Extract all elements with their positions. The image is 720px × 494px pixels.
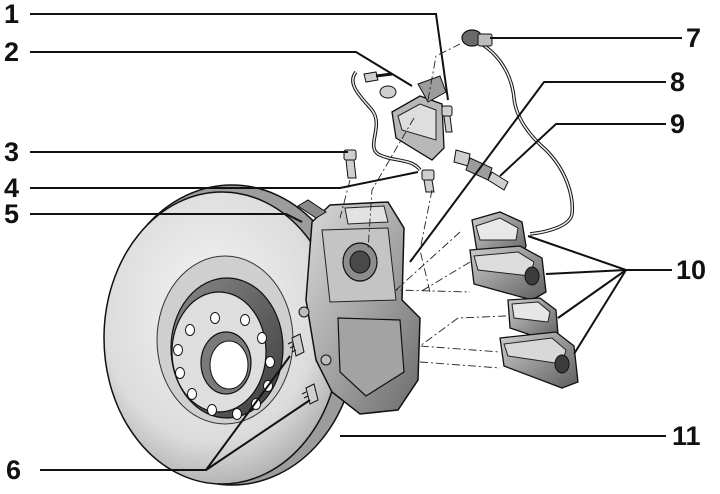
assembly-guide-lines <box>339 43 507 369</box>
callout-8: 8 <box>670 67 686 97</box>
callout-5: 5 <box>4 199 20 229</box>
brake-caliper <box>297 199 421 415</box>
callout-7: 7 <box>686 23 702 53</box>
bracket-bolts <box>343 71 453 193</box>
callout-4: 4 <box>4 173 20 203</box>
brake-pads <box>469 211 579 389</box>
leader-lines <box>30 13 682 471</box>
callout-11: 11 <box>672 421 701 451</box>
callout-1: 1 <box>4 0 20 29</box>
brake-disc <box>103 184 358 486</box>
callout-6: 6 <box>6 455 22 485</box>
callout-9: 9 <box>670 109 686 139</box>
callout-2: 2 <box>4 37 20 67</box>
callout-10: 10 <box>676 255 707 285</box>
wear-sensor-cable <box>461 29 575 236</box>
caliper-guide-bolts <box>287 333 319 405</box>
disc-bolt-holes <box>173 312 275 420</box>
bleed-valve <box>453 149 509 191</box>
hose-bracket <box>391 75 447 161</box>
callout-3: 3 <box>4 137 20 167</box>
